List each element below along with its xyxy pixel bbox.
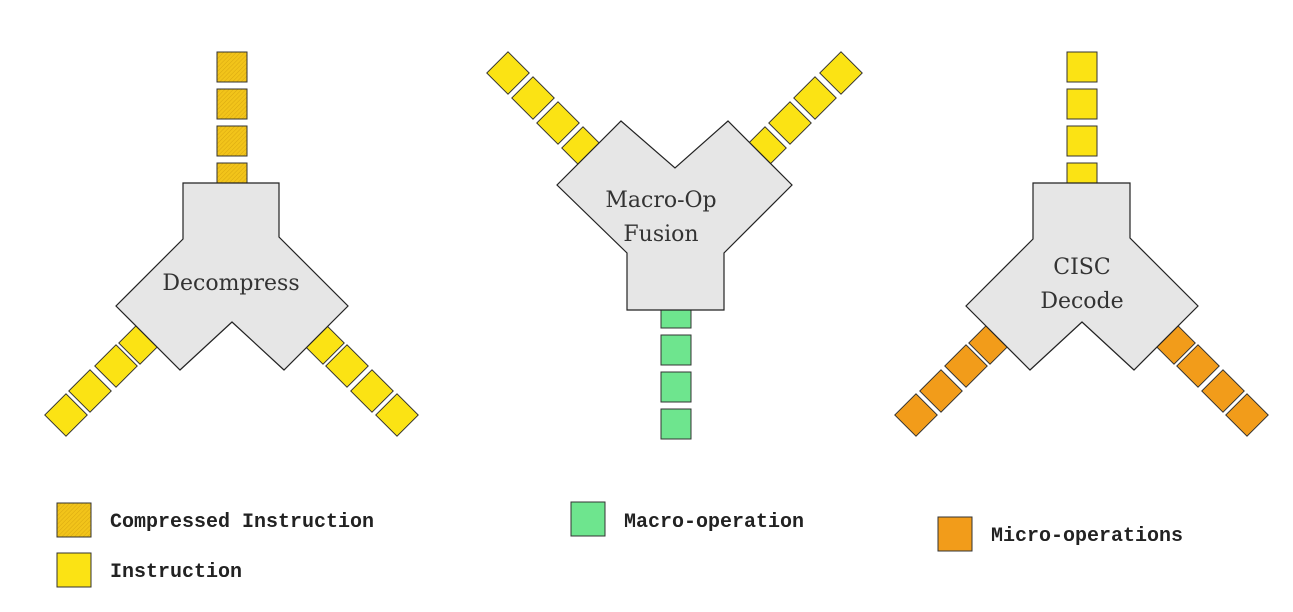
instruction-square xyxy=(68,369,112,413)
legend-item-micro: Micro-operations xyxy=(937,516,1183,552)
fusion-unit: Macro-Op Fusion xyxy=(486,51,863,440)
legend-item-macro: Macro-operation xyxy=(570,501,804,537)
instruction-square xyxy=(325,344,369,388)
instruction-square xyxy=(375,393,419,437)
micro-operation-square xyxy=(944,344,988,388)
legend: Compressed Instruction Instruction Macro… xyxy=(56,501,1183,588)
instruction-square xyxy=(511,76,555,120)
cisc-block xyxy=(965,182,1199,371)
instruction-square xyxy=(536,101,580,145)
micro-operation-square xyxy=(1225,393,1269,437)
legend-label-compressed: Compressed Instruction xyxy=(110,511,374,534)
instruction-square xyxy=(350,369,394,413)
legend-item-instruction: Instruction xyxy=(56,552,242,588)
decompress-right-output-stream xyxy=(301,321,419,437)
instruction-square xyxy=(44,393,88,437)
instruction-square xyxy=(486,51,530,95)
micro-operation-square xyxy=(919,369,963,413)
cisc-left-output-stream xyxy=(894,321,1012,437)
decompress-block xyxy=(115,182,349,371)
cisc-input-stream xyxy=(1066,51,1098,189)
legend-label-macro: Macro-operation xyxy=(624,511,804,534)
cisc-label-line2: Decode xyxy=(1040,289,1123,314)
decompress-unit: Decompress xyxy=(44,51,419,437)
micro-operation-square xyxy=(894,393,938,437)
compressed-instruction-square xyxy=(216,125,248,157)
instruction-square xyxy=(1066,125,1098,157)
instruction-square xyxy=(819,51,863,95)
macro-operation-square xyxy=(660,371,692,403)
cisc-label-line1: CISC xyxy=(1053,255,1110,280)
fusion-block xyxy=(556,120,793,311)
decompress-left-output-stream xyxy=(44,321,162,437)
compressed-instruction-swatch xyxy=(56,502,92,538)
fusion-label-line1: Macro-Op xyxy=(605,188,716,213)
decompress-input-stream xyxy=(216,51,248,189)
instruction-square xyxy=(793,76,837,120)
fusion-right-input-stream xyxy=(743,51,863,170)
macro-operation-square xyxy=(660,307,692,329)
instruction-square xyxy=(1066,88,1098,120)
compressed-instruction-square xyxy=(216,88,248,120)
instruction-square xyxy=(94,344,138,388)
macro-operation-swatch xyxy=(570,501,606,537)
compressed-instruction-square xyxy=(216,51,248,83)
fusion-label-line2: Fusion xyxy=(623,222,698,247)
macro-operation-square xyxy=(660,408,692,440)
cisc-right-output-stream xyxy=(1152,321,1269,437)
micro-operation-square xyxy=(1201,369,1245,413)
macro-operation-square xyxy=(660,334,692,366)
legend-item-compressed: Compressed Instruction xyxy=(56,502,374,538)
instruction-square xyxy=(1066,51,1098,83)
fusion-output-stream xyxy=(660,307,692,440)
micro-operation-square xyxy=(1176,344,1220,388)
fusion-left-input-stream xyxy=(486,51,605,170)
instruction-square xyxy=(768,101,812,145)
legend-label-micro: Micro-operations xyxy=(991,525,1183,548)
cisc-unit: CISC Decode xyxy=(894,51,1269,437)
legend-label-instruction: Instruction xyxy=(110,561,242,584)
instruction-swatch xyxy=(56,552,92,588)
micro-operations-swatch xyxy=(937,516,973,552)
decompress-label: Decompress xyxy=(162,271,299,296)
